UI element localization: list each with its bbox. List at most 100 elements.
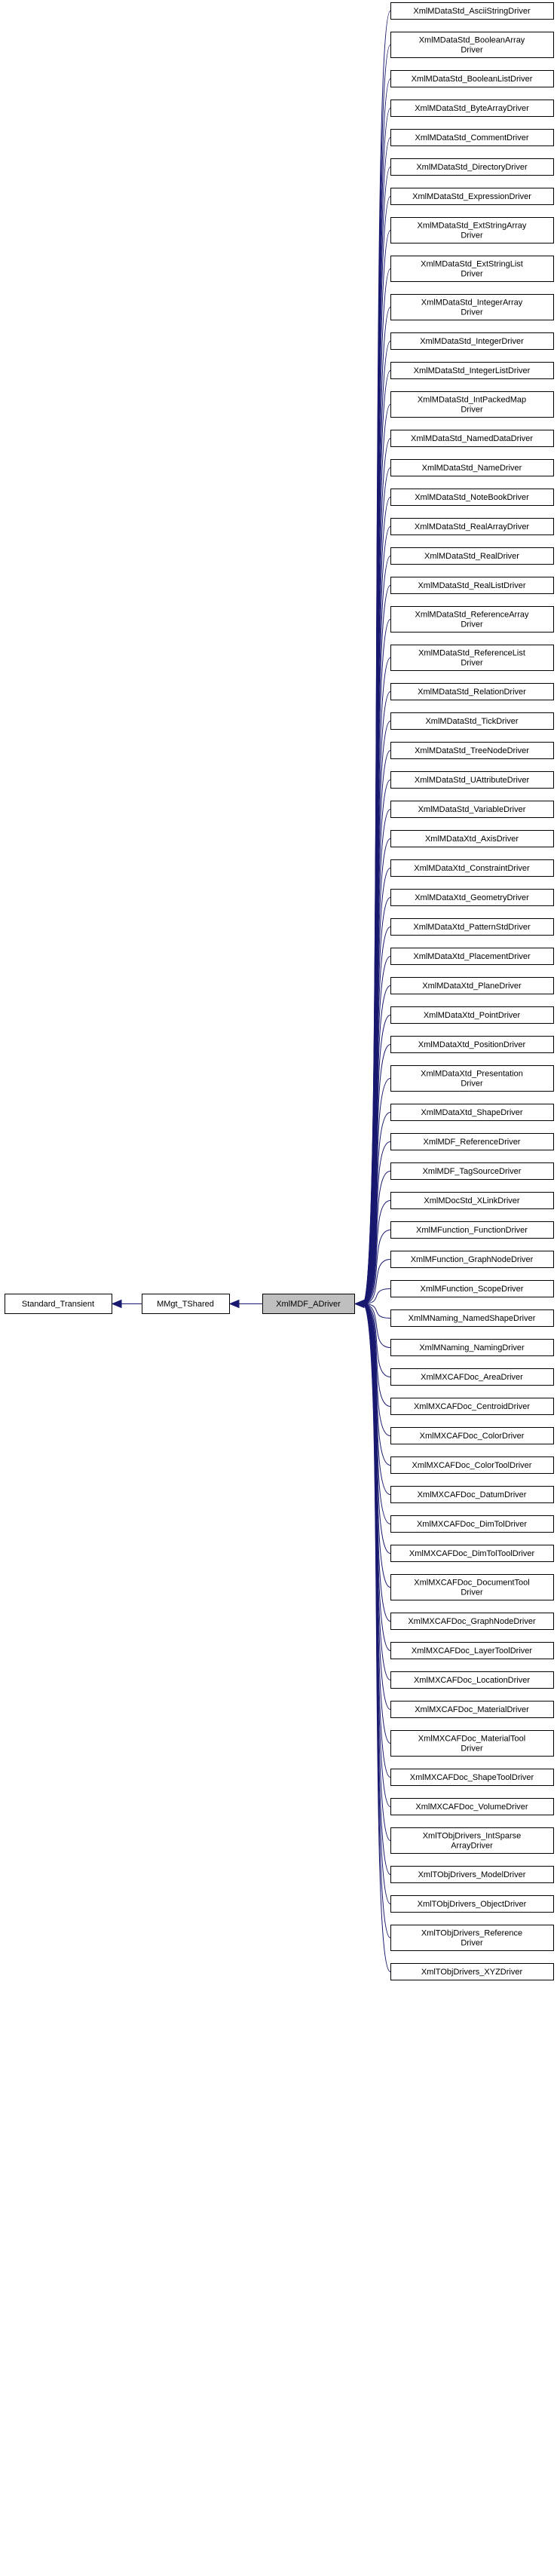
class-node-box [390, 1221, 554, 1239]
class-node-d44[interactable]: XmlMNaming_NamingDriver [390, 1339, 554, 1356]
class-node-d63[interactable]: XmlTObjDrivers_ReferenceDriver [390, 1925, 554, 1951]
class-node-d42[interactable]: XmlMFunction_ScopeDriver [390, 1280, 554, 1297]
class-node-d11[interactable]: XmlMDataStd_IntegerDriver [390, 332, 554, 350]
class-node-label: XmlMDataStd_IntegerListDriver [414, 366, 531, 375]
class-node-d15[interactable]: XmlMDataStd_NameDriver [390, 459, 554, 476]
class-node-d55[interactable]: XmlMXCAFDoc_LocationDriver [390, 1671, 554, 1689]
class-node-d54[interactable]: XmlMXCAFDoc_LayerToolDriver [390, 1642, 554, 1659]
class-node-label: XmlMDataStd_UAttributeDriver [415, 776, 530, 785]
class-node-d32[interactable]: XmlMDataXtd_PlaneDriver [390, 977, 554, 994]
class-node-d07[interactable]: XmlMDataStd_ExpressionDriver [390, 188, 554, 205]
class-node-d27[interactable]: XmlMDataXtd_AxisDriver [390, 830, 554, 847]
class-node-d30[interactable]: XmlMDataXtd_PatternStdDriver [390, 918, 554, 936]
class-node-d05[interactable]: XmlMDataStd_CommentDriver [390, 129, 554, 146]
class-node-d51[interactable]: XmlMXCAFDoc_DimTolToolDriver [390, 1545, 554, 1562]
arrowhead [111, 1299, 122, 1309]
class-node-d58[interactable]: XmlMXCAFDoc_ShapeToolDriver [390, 1769, 554, 1786]
class-node-label: Driver [461, 1588, 483, 1597]
class-node-d19[interactable]: XmlMDataStd_RealListDriver [390, 577, 554, 594]
class-node-d34[interactable]: XmlMDataXtd_PositionDriver [390, 1036, 554, 1053]
class-node-d56[interactable]: XmlMXCAFDoc_MaterialDriver [390, 1701, 554, 1718]
class-node-d16[interactable]: XmlMDataStd_NoteBookDriver [390, 489, 554, 506]
class-node-d43[interactable]: XmlMNaming_NamedShapeDriver [390, 1309, 554, 1327]
class-node-d38[interactable]: XmlMDF_TagSourceDriver [390, 1162, 554, 1180]
class-node-d14[interactable]: XmlMDataStd_NamedDataDriver [390, 430, 554, 447]
class-node-d23[interactable]: XmlMDataStd_TickDriver [390, 712, 554, 730]
class-node-label: XmlTObjDrivers_IntSparse [423, 1832, 522, 1841]
class-node-d31[interactable]: XmlMDataXtd_PlacementDriver [390, 948, 554, 965]
class-node-label: XmlMNaming_NamingDriver [419, 1343, 525, 1352]
class-node-d62[interactable]: XmlTObjDrivers_ObjectDriver [390, 1895, 554, 1913]
class-node-d46[interactable]: XmlMXCAFDoc_CentroidDriver [390, 1398, 554, 1415]
class-node-d48[interactable]: XmlMXCAFDoc_ColorToolDriver [390, 1456, 554, 1474]
class-node-d17[interactable]: XmlMDataStd_RealArrayDriver [390, 518, 554, 535]
class-node-box [390, 2, 554, 20]
class-node-label: XmlMDF_ReferenceDriver [424, 1138, 521, 1147]
class-node-box [390, 1613, 554, 1630]
class-node-d03[interactable]: XmlMDataStd_BooleanListDriver [390, 70, 554, 87]
class-node-label: XmlMDataStd_ByteArrayDriver [415, 104, 529, 113]
class-node-box [390, 362, 554, 379]
class-node-label: XmlMDataXtd_PositionDriver [418, 1040, 526, 1049]
class-node-standard-transient[interactable]: Standard_Transient [5, 1294, 112, 1314]
class-node-d61[interactable]: XmlTObjDrivers_ModelDriver [390, 1866, 554, 1883]
class-node-box [390, 70, 554, 87]
class-node-d47[interactable]: XmlMXCAFDoc_ColorDriver [390, 1427, 554, 1444]
class-node-label: XmlMXCAFDoc_DimTolToolDriver [409, 1549, 535, 1558]
class-node-d36[interactable]: XmlMDataXtd_ShapeDriver [390, 1104, 554, 1121]
class-node-d45[interactable]: XmlMXCAFDoc_AreaDriver [390, 1368, 554, 1386]
class-node-label: XmlMDataXtd_PlacementDriver [413, 952, 531, 961]
class-node-label: XmlTObjDrivers_ObjectDriver [418, 1900, 527, 1909]
class-node-xmlmdf-adriver[interactable]: XmlMDF_ADriver [262, 1294, 355, 1314]
class-node-d26[interactable]: XmlMDataStd_VariableDriver [390, 801, 554, 818]
class-node-label: XmlMDataXtd_PlaneDriver [422, 982, 522, 991]
class-node-label: XmlMDataXtd_ConstraintDriver [414, 864, 530, 873]
class-node-box [390, 430, 554, 447]
class-node-d41[interactable]: XmlMFunction_GraphNodeDriver [390, 1251, 554, 1268]
class-node-d04[interactable]: XmlMDataStd_ByteArrayDriver [390, 100, 554, 117]
class-node-box [390, 771, 554, 789]
class-node-d39[interactable]: XmlMDocStd_XLinkDriver [390, 1192, 554, 1209]
class-node-label: XmlMXCAFDoc_LocationDriver [414, 1676, 530, 1685]
class-node-d28[interactable]: XmlMDataXtd_ConstraintDriver [390, 859, 554, 877]
class-node-d37[interactable]: XmlMDF_ReferenceDriver [390, 1133, 554, 1150]
class-node-label: XmlMDataXtd_PatternStdDriver [413, 923, 531, 932]
class-node-label: XmlMDataStd_IntegerArray [421, 299, 523, 308]
inheritance-edge [362, 1303, 391, 1348]
inheritance-edge [362, 1303, 391, 1466]
class-node-d22[interactable]: XmlMDataStd_RelationDriver [390, 683, 554, 700]
class-node-d59[interactable]: XmlMXCAFDoc_VolumeDriver [390, 1798, 554, 1815]
class-node-d12[interactable]: XmlMDataStd_IntegerListDriver [390, 362, 554, 379]
class-node-label: XmlMXCAFDoc_DatumDriver [418, 1490, 527, 1499]
class-node-d01[interactable]: XmlMDataStd_AsciiStringDriver [390, 2, 554, 20]
class-node-label: XmlMXCAFDoc_ColorDriver [420, 1432, 525, 1441]
class-node-d25[interactable]: XmlMDataStd_UAttributeDriver [390, 771, 554, 789]
class-node-d53[interactable]: XmlMXCAFDoc_GraphNodeDriver [390, 1613, 554, 1630]
inheritance-edges [111, 11, 391, 1972]
class-node-box [390, 129, 554, 146]
class-node-d49[interactable]: XmlMXCAFDoc_DatumDriver [390, 1486, 554, 1503]
class-node-d33[interactable]: XmlMDataXtd_PointDriver [390, 1006, 554, 1024]
class-node-d24[interactable]: XmlMDataStd_TreeNodeDriver [390, 742, 554, 759]
class-node-box [390, 489, 554, 506]
class-node-d64[interactable]: XmlTObjDrivers_XYZDriver [390, 1963, 554, 1980]
class-node-d06[interactable]: XmlMDataStd_DirectoryDriver [390, 158, 554, 176]
class-node-box [390, 547, 554, 565]
class-node-d50[interactable]: XmlMXCAFDoc_DimTolDriver [390, 1515, 554, 1533]
class-node-mmgt-tshared[interactable]: MMgt_TShared [142, 1294, 230, 1314]
class-node-d40[interactable]: XmlMFunction_FunctionDriver [390, 1221, 554, 1239]
class-node-label: XmlMDataStd_ExpressionDriver [412, 192, 531, 201]
class-node-d18[interactable]: XmlMDataStd_RealDriver [390, 547, 554, 565]
class-node-d29[interactable]: XmlMDataXtd_GeometryDriver [390, 889, 554, 906]
